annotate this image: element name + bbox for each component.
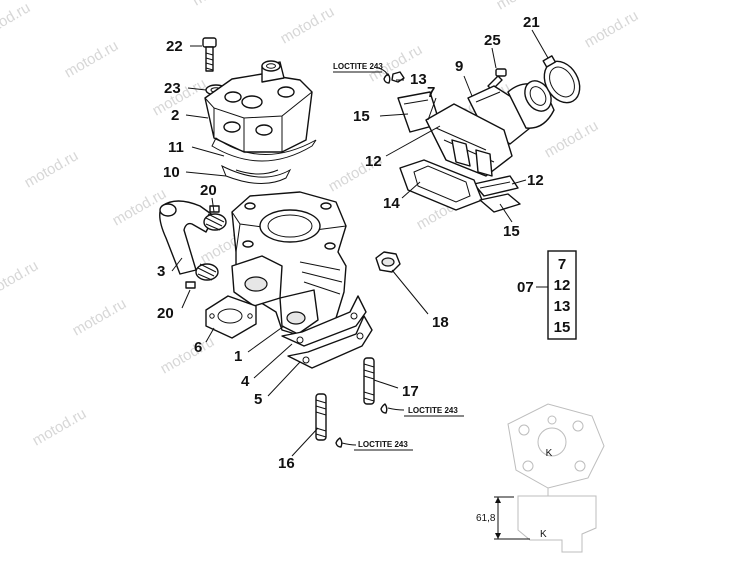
callout-7: 7 (427, 84, 435, 101)
watermark-text: motod.ru (0, 367, 1, 411)
callout-20-lower: 20 (157, 305, 174, 322)
loctite-drop-17 (380, 403, 388, 414)
callout-13: 13 (410, 71, 427, 88)
callout-11: 11 (168, 139, 184, 156)
stud-17 (363, 357, 375, 405)
dimension-label: 61,8 (476, 513, 496, 524)
watermark-text: motod.ru (278, 3, 338, 47)
loctite-note-16: LOCTITE 243 (358, 440, 408, 449)
watermark-text: motod.ru (62, 37, 122, 81)
callout-2: 2 (171, 107, 179, 124)
callout-10: 10 (163, 164, 180, 181)
kit-item-13: 13 (554, 298, 571, 315)
callout-20-upper: 20 (200, 182, 217, 199)
base-gasket-lower (287, 315, 373, 369)
callout-12-left: 12 (365, 153, 382, 170)
callout-15-lower: 15 (503, 223, 520, 240)
watermark-text: motod.ru (542, 117, 602, 161)
hose-clamp-lower (185, 263, 219, 289)
kit-07-label: 07 (517, 279, 534, 296)
exhaust-gasket (205, 295, 257, 339)
watermark-text: motod.ru (70, 295, 130, 339)
callout-labels: 22 23 2 11 10 20 3 20 6 1 4 5 16 17 18 1… (157, 14, 544, 472)
watermark-text: motod.ru (158, 333, 218, 377)
intake-manifold (467, 80, 555, 145)
detail-inset: K K 61,8 (476, 403, 605, 553)
head-bolt (202, 37, 217, 72)
callout-4: 4 (241, 373, 250, 390)
kit-item-15: 15 (554, 319, 571, 336)
kit-07-box (547, 250, 577, 340)
callout-6: 6 (194, 339, 202, 356)
watermark-text: motod.ru (582, 7, 642, 51)
callout-12-right: 12 (527, 172, 544, 189)
base-gasket-upper (281, 295, 367, 347)
head-o-ring (211, 137, 317, 162)
loctite-drop-16 (335, 437, 343, 448)
callout-16: 16 (278, 455, 295, 472)
kit-item-7: 7 (558, 256, 566, 273)
callout-15-upper: 15 (353, 108, 370, 125)
loctite-notes: LOCTITE 243 LOCTITE 243 LOCTITE 243 (333, 62, 464, 451)
watermark-text: motod.ru (190, 0, 250, 9)
callout-5: 5 (254, 391, 262, 408)
coolant-hose (159, 200, 215, 275)
cylinder (231, 191, 347, 337)
callout-17: 17 (402, 383, 419, 400)
loctite-note-17: LOCTITE 243 (408, 406, 458, 415)
kit-07-group: 07 7 12 13 15 (517, 250, 577, 340)
loctite-drop-13 (383, 73, 391, 84)
callout-3: 3 (157, 263, 165, 280)
callout-25: 25 (484, 32, 501, 49)
loctite-note-13: LOCTITE 243 (333, 62, 383, 71)
stud-16 (315, 393, 327, 441)
reed-stop-right (473, 175, 519, 197)
watermark-text: motod.ru (0, 257, 41, 301)
callout-22: 22 (166, 38, 183, 55)
nut-18 (375, 251, 401, 273)
cylinder-head (204, 60, 313, 153)
watermark-text: motod.ru (0, 0, 33, 43)
head-gasket (221, 164, 292, 184)
intake-clamp (542, 55, 581, 104)
reed-petal-lower (479, 193, 521, 213)
watermark-text: motod.ru (494, 0, 554, 13)
watermark-text: motod.ru (22, 147, 82, 191)
watermark-text: motod.ru (30, 405, 90, 449)
callout-1: 1 (234, 348, 242, 365)
callout-9: 9 (455, 58, 463, 75)
detail-mark-bottom: K (540, 529, 547, 540)
callout-23: 23 (164, 80, 181, 97)
kit-item-12: 12 (554, 277, 571, 294)
callout-14: 14 (383, 195, 400, 212)
detail-mark-top: K (546, 448, 553, 459)
reed-block (425, 103, 513, 177)
callout-21: 21 (523, 14, 540, 31)
hose-clamp-upper (203, 205, 227, 231)
leader-lines (171, 29, 549, 457)
callout-18: 18 (432, 314, 449, 331)
